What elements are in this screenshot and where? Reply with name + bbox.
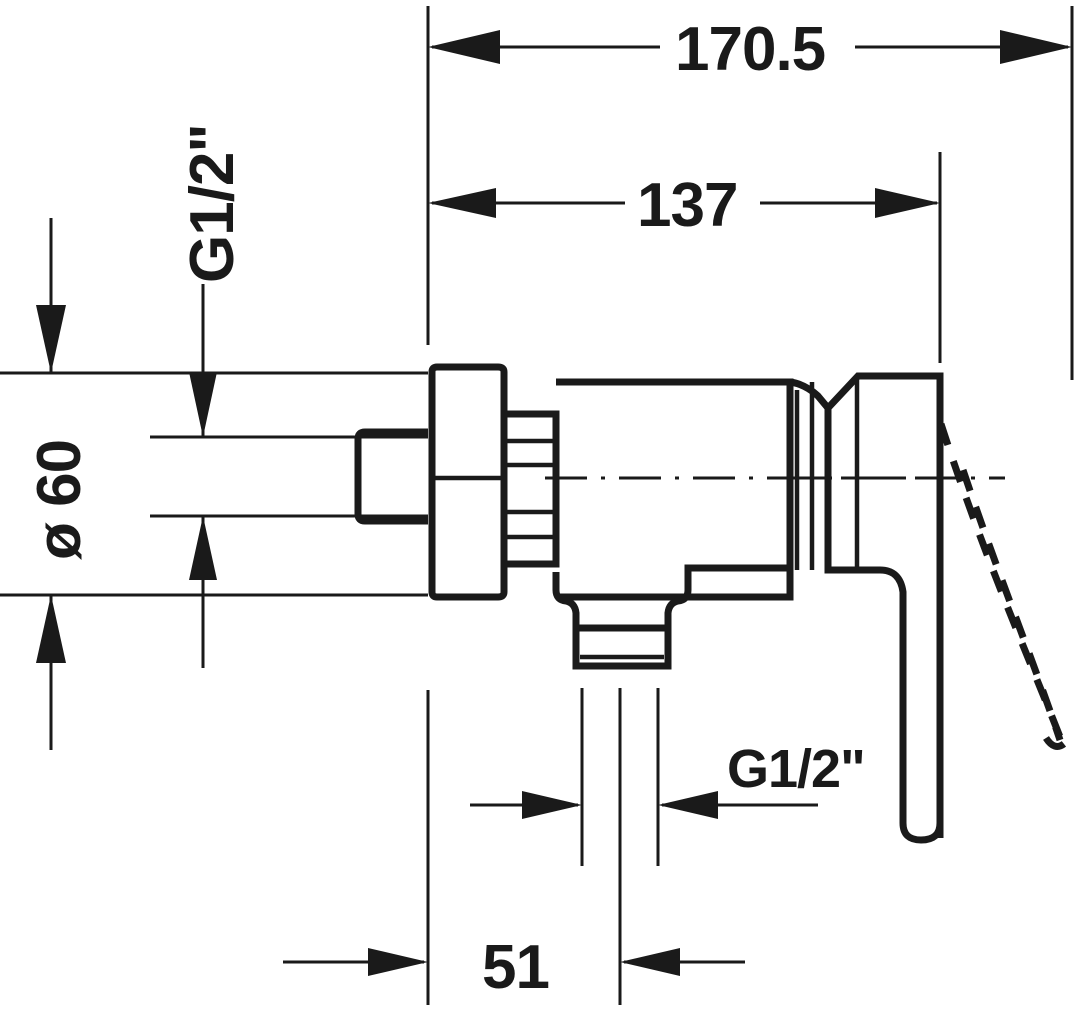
arrowhead-overall-right: [1000, 30, 1072, 64]
dim-label-flange-diameter: ø 60: [25, 440, 94, 560]
wall-flange: [428, 363, 508, 601]
outlet-spout: [572, 628, 672, 670]
dimension-body-length: 137: [428, 171, 940, 240]
dim-label-overall-length: 170.5: [675, 15, 825, 84]
dim-label-outlet-thread: G1/2": [727, 739, 865, 799]
mixer-body-upper: [556, 378, 794, 601]
arrowhead-body-right: [875, 188, 940, 218]
dim-label-outlet-offset: 51: [482, 933, 549, 1002]
lever-swing-outline-inner: [959, 468, 1064, 742]
extension-lines: [0, 6, 1074, 1005]
arrowhead-inlet-bottom: [189, 516, 217, 580]
arrowhead-body-left: [428, 188, 496, 218]
thread-ribs: [507, 438, 556, 540]
product-geometry: [354, 363, 1068, 844]
arrowhead-offset-right: [620, 948, 680, 976]
dimension-outlet-thread: G1/2": [470, 739, 866, 819]
lever-swing-outline-outer: [937, 422, 1066, 744]
lever-handle: [828, 566, 944, 844]
dimension-overall-length: 170.5: [428, 15, 1072, 84]
arrowhead-inlet-top: [189, 372, 217, 437]
dimension-flange-diameter: ø 60: [25, 305, 94, 663]
arrowhead-offset-left: [368, 948, 428, 976]
handle-cap-top: [825, 372, 944, 412]
lever-swing-tip: [1043, 735, 1068, 750]
arrowhead-diameter-bottom: [36, 595, 66, 663]
arrowhead-overall-left: [428, 30, 500, 64]
threaded-nipple: [500, 410, 560, 568]
inlet-nipple: [354, 428, 428, 525]
dimension-outlet-offset: 51: [283, 933, 745, 1002]
dim-label-body-length: 137: [637, 171, 737, 240]
arrowhead-diameter-top: [36, 305, 66, 373]
dim-label-inlet-thread: G1/2": [178, 124, 247, 283]
dimension-inlet-thread: G1/2": [178, 124, 247, 580]
arrowhead-outlet-right: [658, 791, 718, 819]
arrowhead-outlet-left: [522, 791, 582, 819]
